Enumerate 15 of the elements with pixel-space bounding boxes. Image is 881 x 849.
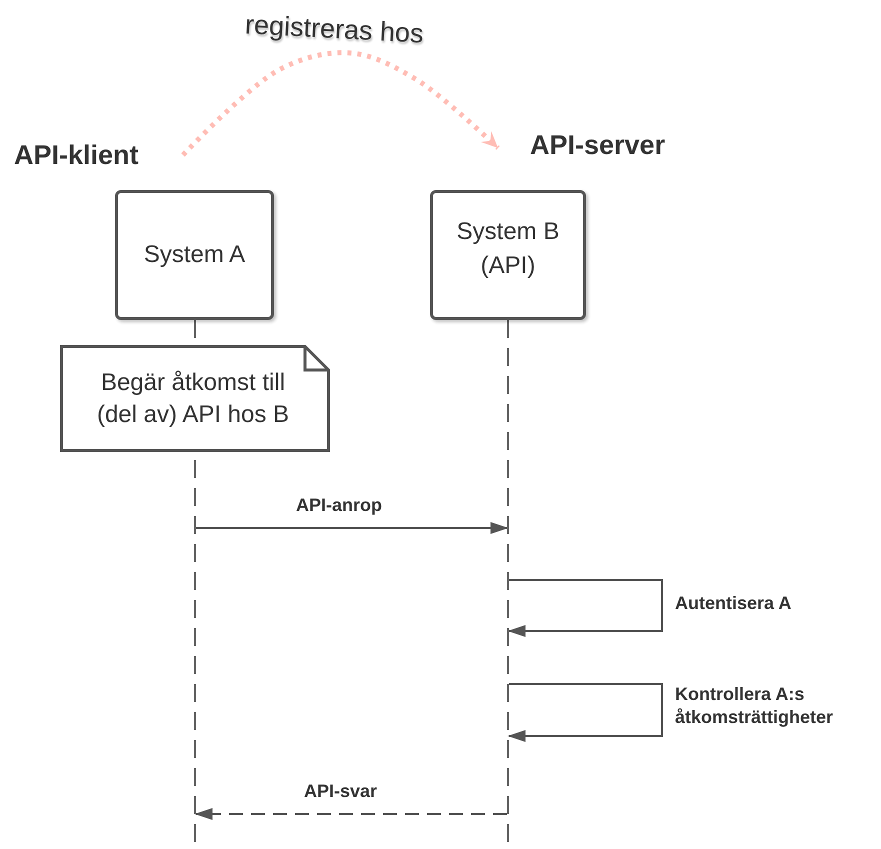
relation-arrow <box>181 50 500 157</box>
label-text: System B (API) <box>456 217 560 281</box>
heading-text: API-klient <box>14 139 140 172</box>
system-box <box>430 190 586 320</box>
message-arrow <box>194 808 507 820</box>
message-arrow <box>508 579 663 637</box>
heading-text: API-server <box>530 129 666 162</box>
label-text: System A <box>144 240 246 270</box>
system-box <box>115 190 274 320</box>
lifeline <box>507 320 509 842</box>
edge-label: registreras hos <box>244 8 424 51</box>
label-text: Begär åtkomst till (del av) API hos B <box>96 368 290 430</box>
message-arrow <box>196 522 508 534</box>
note-box <box>60 345 330 452</box>
message-arrow <box>508 683 663 742</box>
